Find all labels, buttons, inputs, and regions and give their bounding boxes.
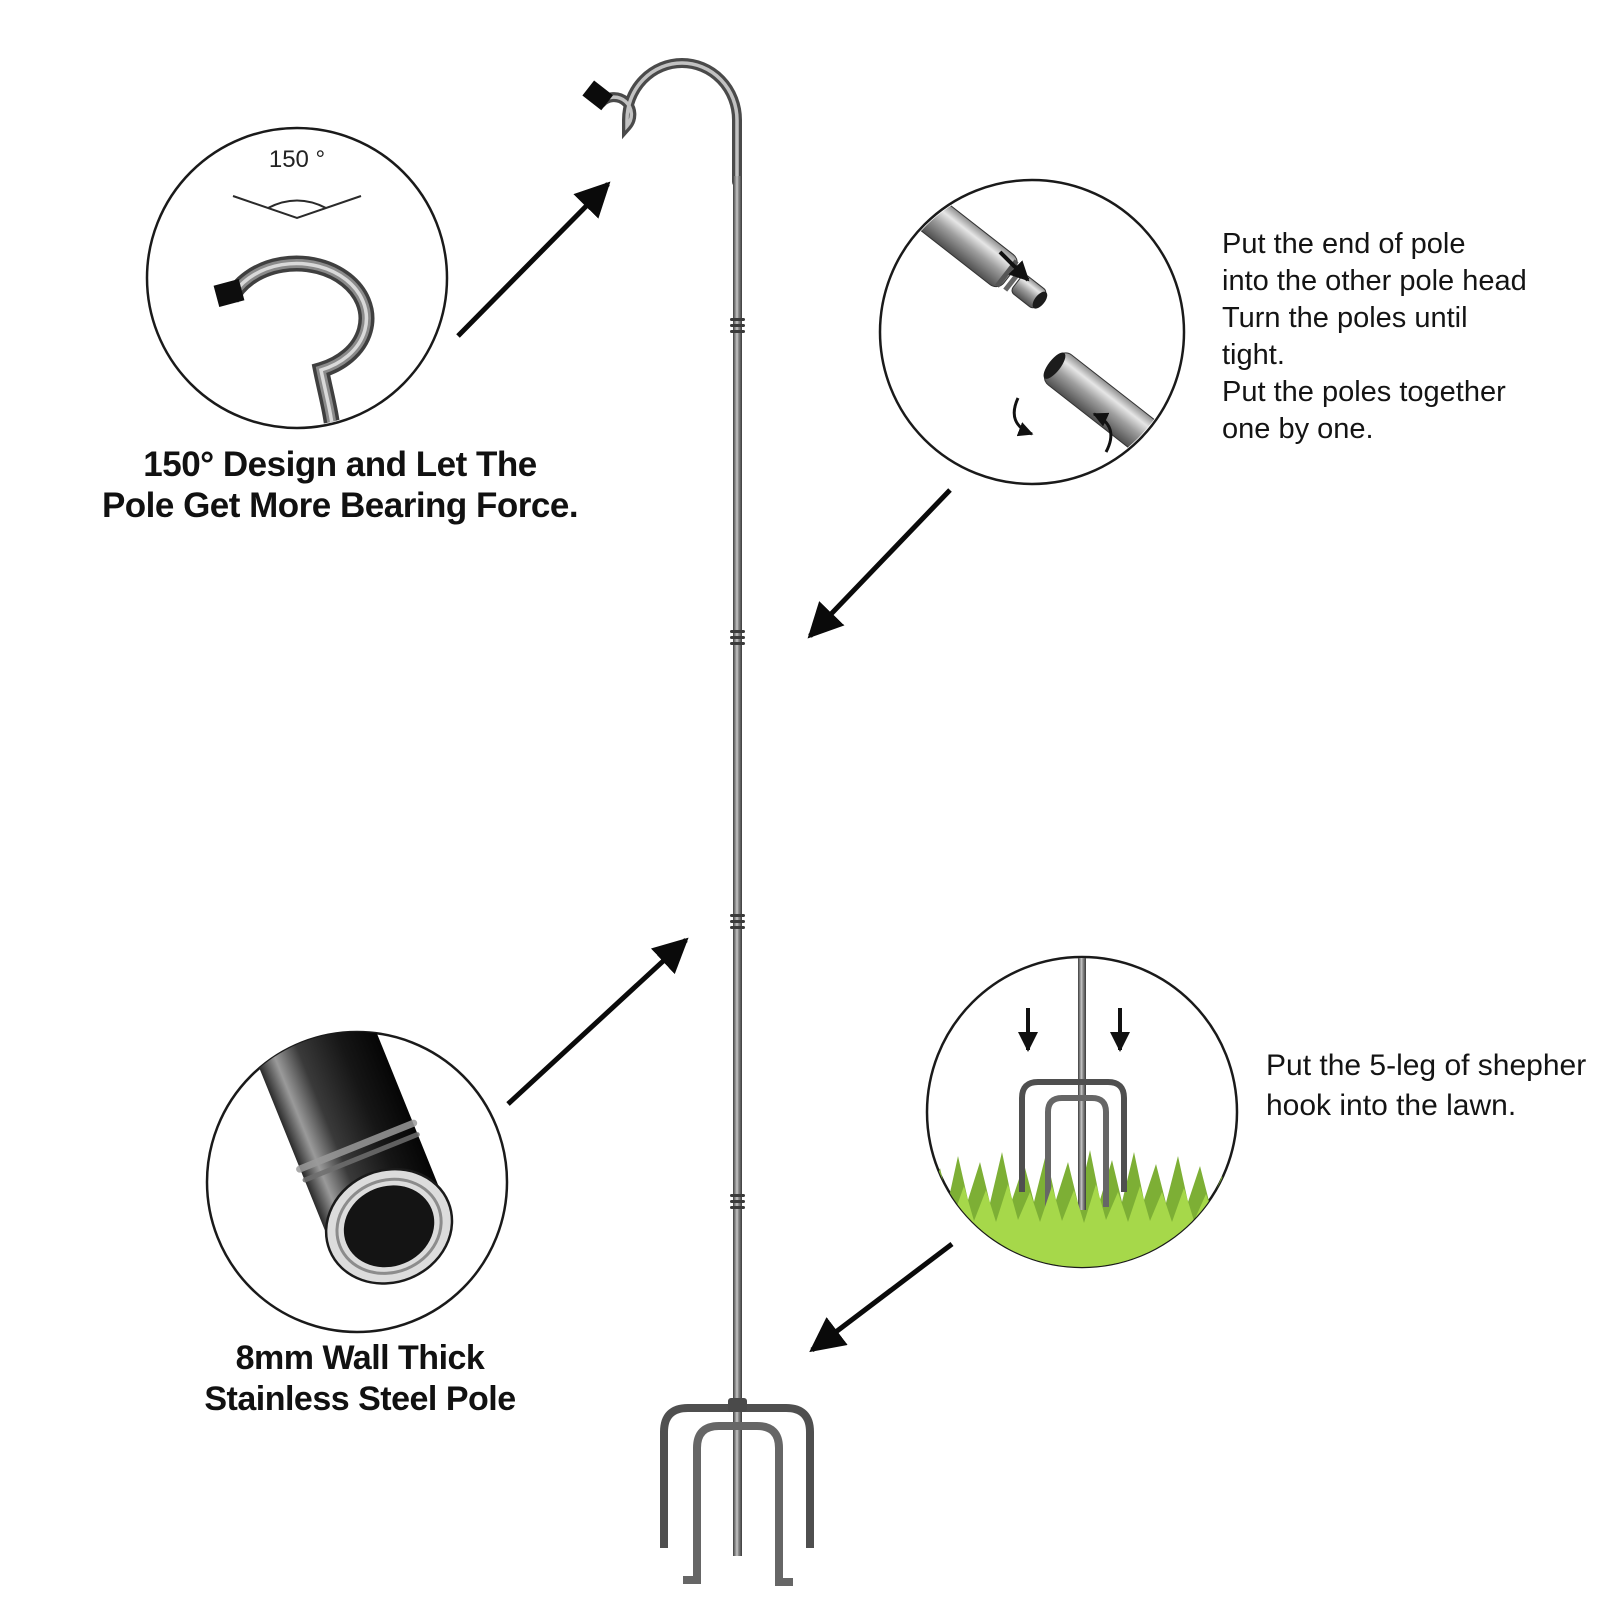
connection-instructions-line: tight. <box>1222 339 1285 371</box>
angle-value-label: 150 ° <box>268 146 326 173</box>
wall-thickness-caption: 8mm Wall Thick Stainless Steel Pole <box>60 1338 660 1420</box>
connection-instructions-line: Put the poles together <box>1222 376 1506 408</box>
connection-instructions: Put the end of pole into the other pole … <box>1222 226 1527 448</box>
coil-tip-cap <box>213 279 245 307</box>
tube-illustration <box>243 1032 454 1285</box>
callout-arrows <box>456 181 954 1353</box>
hook-detail-circle <box>145 126 449 430</box>
hook-curve <box>582 58 742 187</box>
wall-thickness-caption-line2: Stainless Steel Pole <box>204 1380 516 1418</box>
base-insertion-line: hook into the lawn. <box>1266 1089 1517 1122</box>
main-shepherd-hook-pole <box>582 58 814 1586</box>
hook-design-caption: 150° Design and Let The Pole Get More Be… <box>40 444 640 526</box>
hook-design-caption-line1: 150° Design and Let The <box>143 445 537 484</box>
tube-bore <box>343 1185 435 1268</box>
male-connector-end <box>1032 291 1048 309</box>
mini-five-prong-base <box>1019 1079 1127 1207</box>
pole-joint <box>730 914 745 929</box>
tube-detail-content <box>243 1032 454 1285</box>
arrow-to-hook <box>456 181 611 338</box>
pole-joint <box>730 630 745 645</box>
arrow-to-pole-middle <box>807 488 952 639</box>
base-insertion-instructions: Put the 5-leg of shepher hook into the l… <box>1266 1046 1586 1126</box>
connection-detail-circle <box>878 178 1186 486</box>
pole-shaft <box>733 176 742 1556</box>
female-connector-end <box>1043 352 1066 379</box>
hook-tip-cap <box>582 80 613 111</box>
angle-arc <box>267 199 327 209</box>
arrow-to-pole-lower <box>506 937 689 1106</box>
base-insertion-line: Put the 5-leg of shepher <box>1266 1049 1587 1082</box>
base-collar <box>728 1398 747 1412</box>
connection-instructions-line: Turn the poles until <box>1222 302 1468 334</box>
connection-instructions-line: one by one. <box>1222 413 1374 445</box>
hook-design-caption-line2: Pole Get More Bearing Force. <box>101 486 579 525</box>
connection-instructions-line: into the other pole head <box>1222 265 1527 297</box>
wall-thickness-caption-line1: 8mm Wall Thick <box>235 1339 485 1377</box>
coiled-hook-illustration <box>213 255 375 426</box>
arrow-to-base <box>809 1242 954 1353</box>
hook-detail-content <box>213 195 375 426</box>
connection-instructions-line: Put the end of pole <box>1222 228 1466 260</box>
angle-lines <box>232 195 362 220</box>
pole-joint <box>730 1194 745 1209</box>
five-prong-base <box>660 1398 814 1586</box>
rotate-arrow-icon <box>1092 412 1113 453</box>
pole-joint <box>730 318 745 333</box>
insert-direction-arrow-icon <box>998 250 1030 282</box>
rotate-arrow-icon <box>1012 397 1034 437</box>
